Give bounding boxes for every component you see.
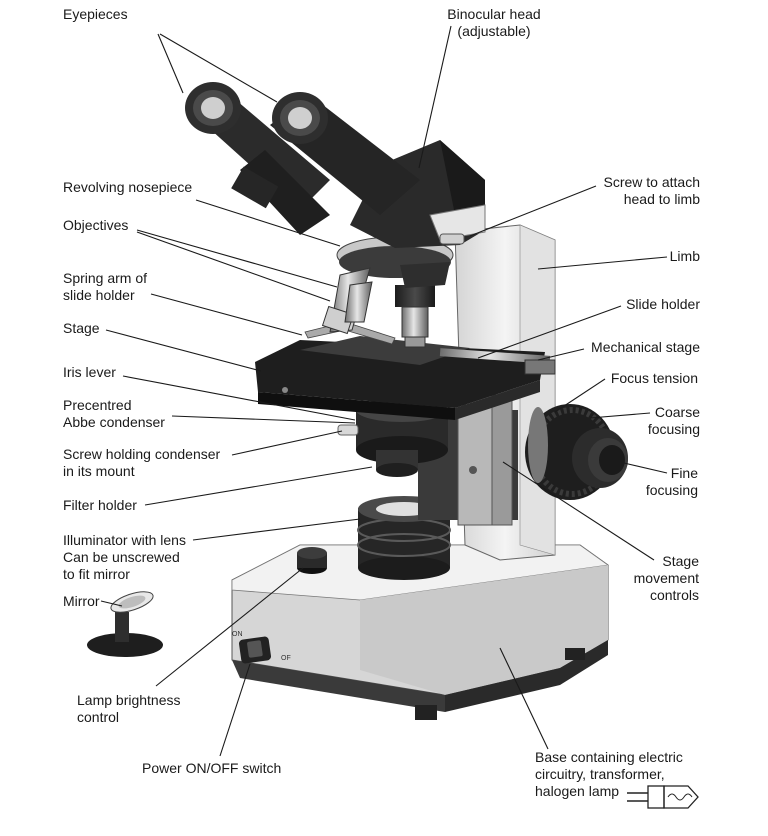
leader-objectives-a: [136, 229, 338, 288]
label-binocular-head: Binocular head (adjustable): [447, 6, 541, 39]
label-illuminator: Illuminator with lens Can be unscrewed t…: [63, 532, 186, 582]
label-abbe-condenser: Precentred Abbe condenser: [63, 397, 165, 430]
leader-mechanical-stage: [537, 348, 585, 361]
leader-coarse-focusing: [589, 412, 651, 419]
power-switch: ON OF: [232, 631, 291, 664]
leader-fine-focusing: [623, 462, 668, 474]
leader-revolving-nosepiece: [195, 199, 341, 247]
label-coarse-focusing: Coarse focusing: [647, 404, 700, 437]
label-limb: Limb: [669, 248, 700, 264]
label-mechanical-stage: Mechanical stage: [591, 339, 700, 355]
halogen-lamp-icon: [627, 785, 699, 809]
label-focus-tension: Focus tension: [610, 370, 698, 386]
label-screw-condenser: Screw holding condenser in its mount: [63, 446, 221, 479]
leader-power-switch: [219, 663, 251, 757]
label-stage: Stage: [63, 320, 100, 336]
leader-eyepieces-a: [157, 33, 184, 94]
objectives-drawing: [321, 262, 450, 348]
label-revolving-nosepiece: Revolving nosepiece: [63, 179, 193, 195]
leader-iris-lever: [122, 375, 356, 421]
label-power-switch: Power ON/OFF switch: [142, 760, 282, 776]
leader-screw-condenser: [231, 430, 343, 456]
label-mirror: Mirror: [63, 593, 100, 609]
label-iris-lever: Iris lever: [63, 364, 116, 380]
brightness-knob: [297, 547, 327, 574]
leader-base: [499, 647, 549, 750]
leader-mirror: [100, 600, 123, 607]
label-fine-focusing: Fine focusing: [645, 465, 698, 498]
leader-stage: [105, 329, 262, 372]
leader-slide-holder: [477, 305, 622, 359]
label-stage-movement: Stage movement controls: [633, 553, 699, 603]
label-eyepieces: Eyepieces: [63, 6, 128, 22]
leader-spring-arm: [150, 293, 303, 336]
leader-stage-movement: [502, 461, 655, 561]
leader-lines: [100, 25, 668, 757]
label-screw-head: Screw to attach head to limb: [603, 174, 701, 207]
leader-illuminator: [192, 518, 361, 541]
label-spring-arm: Spring arm of slide holder: [63, 270, 148, 303]
leader-lamp-brightness: [155, 567, 304, 687]
leader-focus-tension: [554, 378, 606, 413]
leader-screw-head: [469, 185, 597, 237]
leader-eyepieces-b: [159, 33, 278, 103]
focus-knobs: [525, 404, 628, 500]
focus-mechanism: [418, 394, 518, 526]
switch-off-mark: OF: [281, 655, 291, 662]
leader-objectives-b: [136, 231, 331, 302]
label-lamp-brightness: Lamp brightness control: [77, 692, 181, 725]
eyepieces-drawing: [185, 82, 420, 235]
label-filter-holder: Filter holder: [63, 497, 137, 513]
label-slide-holder: Slide holder: [626, 296, 700, 312]
leader-abbe-condenser: [171, 415, 356, 424]
switch-on-mark: ON: [232, 631, 243, 638]
leader-binocular-head: [418, 25, 452, 169]
leader-filter-holder: [144, 466, 373, 506]
leader-limb: [537, 256, 668, 270]
label-objectives: Objectives: [63, 217, 129, 233]
label-base: Base containing electric circuitry, tran…: [535, 749, 683, 799]
mirror: [87, 591, 163, 657]
